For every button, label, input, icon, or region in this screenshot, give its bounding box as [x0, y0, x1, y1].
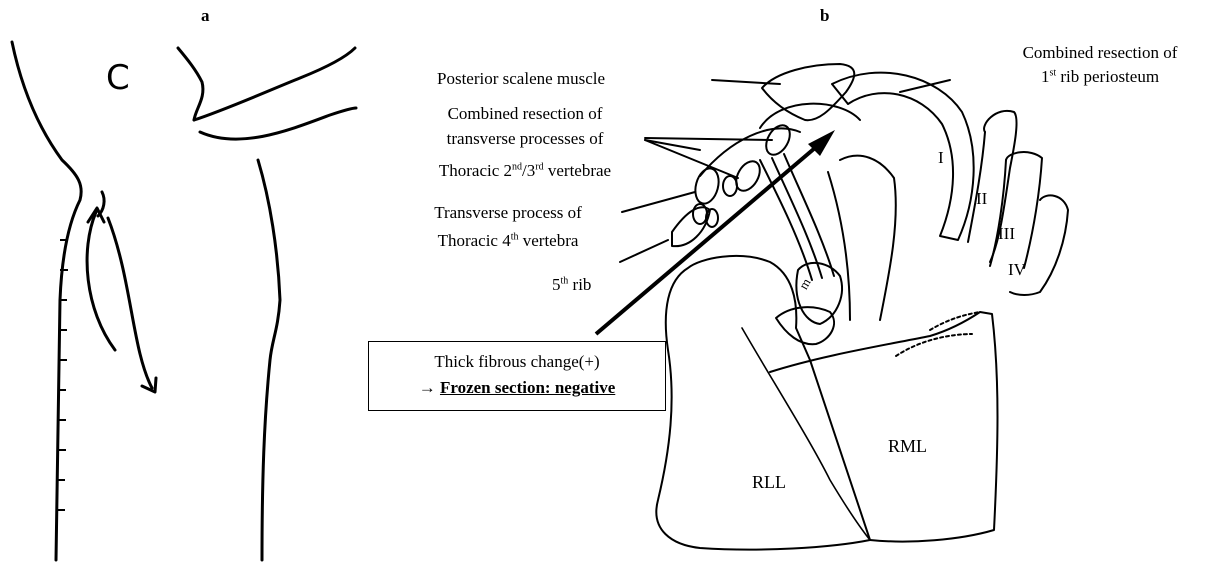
rib-label-IV: IV	[1008, 258, 1026, 282]
vertebra-oval-a	[723, 176, 737, 196]
rib-III	[1006, 152, 1042, 268]
label-t4-line2: Thoracic 4th vertebra	[388, 229, 628, 253]
frozen-section-callout: Thick fibrous change(+) → Frozen section…	[368, 341, 666, 411]
label-posterior-scalene: Posterior scalene muscle	[437, 67, 605, 91]
label-first-rib-line2: 1st rib periosteum	[985, 65, 1215, 89]
fissure-line	[742, 328, 870, 540]
staple-line-1	[896, 334, 972, 356]
leader-tp-1	[645, 138, 772, 140]
lobe-label-RLL: RLL	[752, 472, 786, 493]
lobe-RLL	[656, 256, 870, 550]
leader-t4	[622, 192, 695, 212]
central-structure-2	[828, 172, 850, 320]
lobe-label-RML: RML	[888, 436, 927, 457]
transverse-process-t2	[761, 121, 794, 159]
rib-curve-2	[760, 104, 860, 128]
label-rib5: 5th rib	[552, 273, 591, 297]
label-tp-line3: Thoracic 2nd/3rd vertebrae	[400, 159, 650, 183]
callout-line2: → Frozen section: negative	[369, 375, 665, 401]
label-tp-line1: Combined resection of	[400, 102, 650, 126]
label-tp-line2: transverse processes of	[400, 127, 650, 151]
central-structure	[840, 156, 896, 320]
scalene-muscle-shape	[762, 64, 854, 120]
rib-label-I: I	[938, 146, 944, 170]
leader-tp-2	[645, 140, 738, 178]
transverse-process-t4	[692, 166, 723, 206]
label-first-rib-line1: Combined resection of	[985, 41, 1215, 65]
hilum-vessel	[776, 307, 834, 344]
label-t4-line1: Transverse process of	[388, 201, 628, 225]
rib-label-II: II	[976, 187, 987, 211]
spine-strand-3	[784, 154, 834, 276]
callout-line1: Thick fibrous change(+)	[369, 349, 665, 375]
leader-tp-3	[645, 140, 700, 150]
rib-label-III: III	[998, 222, 1015, 246]
